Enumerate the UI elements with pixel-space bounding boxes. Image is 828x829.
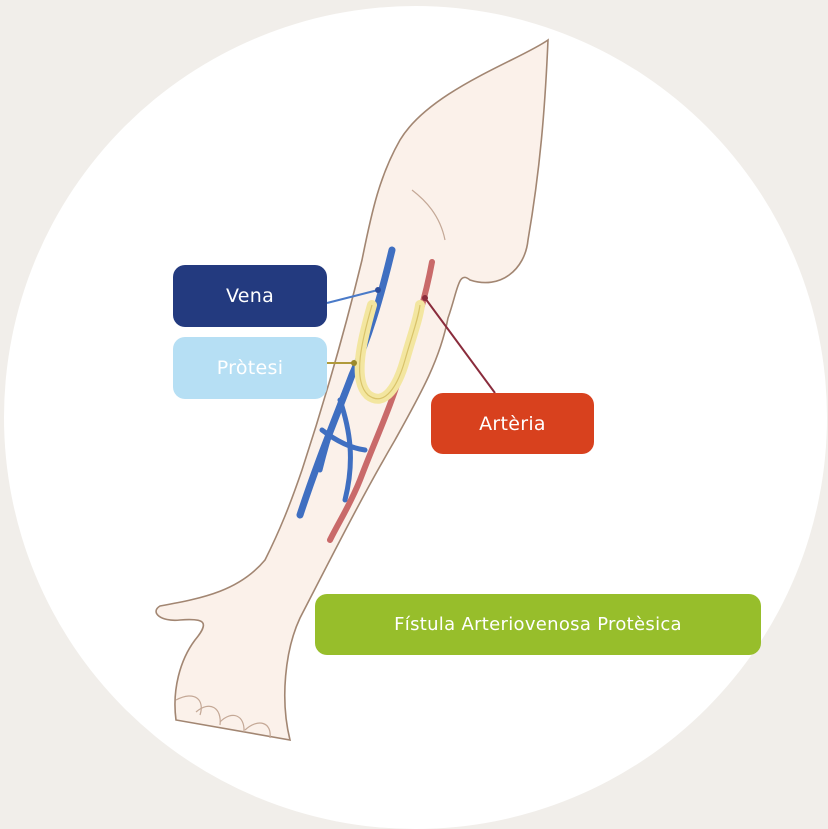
fistula-title: Fístula Arteriovenosa Protèsica	[315, 594, 761, 655]
protesi-label: Pròtesi	[173, 337, 327, 399]
arteria-label: Artèria	[431, 393, 594, 454]
vena-label: Vena	[173, 265, 327, 327]
